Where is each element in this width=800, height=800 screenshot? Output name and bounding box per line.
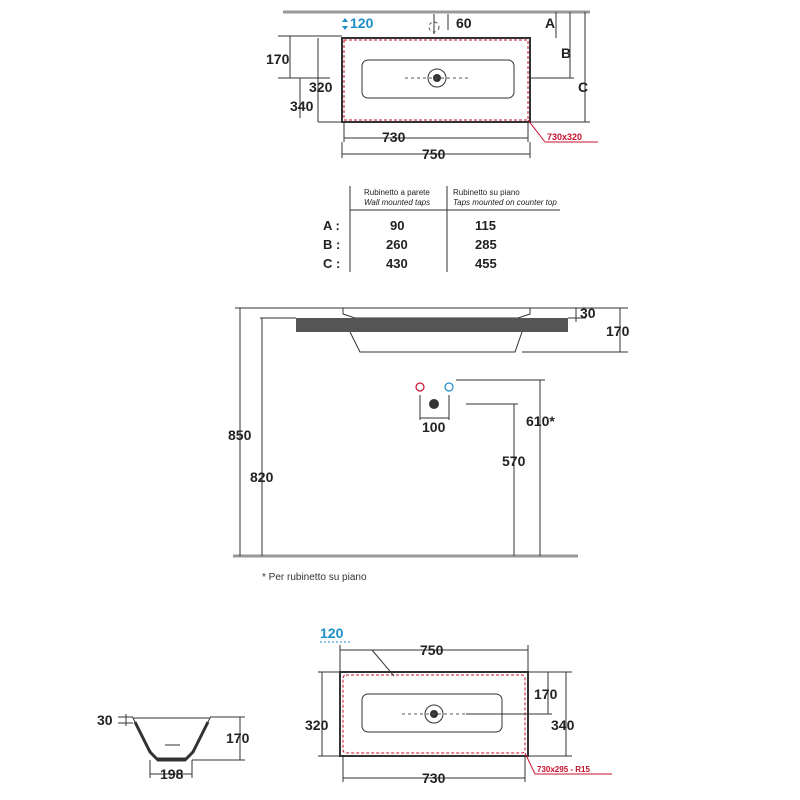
bottom-inner-width-label: 730	[422, 770, 446, 786]
label-a: A	[545, 15, 555, 31]
row-a-counter: 115	[475, 218, 496, 233]
depth-170-label: 170	[266, 51, 290, 67]
basin-outline	[341, 37, 531, 123]
bottom-depth-320-label: 320	[305, 717, 329, 733]
top-view: 120 60 A B C 170 320 340 730 750 730x32	[266, 10, 598, 162]
row-c-counter: 455	[475, 256, 497, 271]
depth-320-label: 320	[309, 79, 333, 95]
dimension-table: Rubinetto a parete Wall mounted taps Rub…	[323, 186, 560, 272]
header-wall-en: Wall mounted taps	[364, 198, 430, 207]
row-a-label: A :	[323, 218, 340, 233]
section-base-198-label: 198	[160, 766, 184, 782]
bottom-drain-icon	[424, 704, 444, 724]
bottom-depth-340-label: 340	[551, 717, 575, 733]
height-170-label: 170	[606, 323, 630, 339]
bottom-depth-170-label: 170	[534, 686, 558, 702]
tap-offset-label: 120	[350, 15, 374, 31]
cutout-outline	[343, 39, 529, 121]
tap-spacing-label: 100	[422, 419, 446, 435]
row-b-counter: 285	[475, 237, 497, 252]
bottom-tap-offset-label: 120	[320, 625, 344, 641]
bottom-outer-width-label: 750	[420, 642, 444, 658]
depth-340-label: 340	[290, 98, 314, 114]
basin-rim	[342, 307, 531, 319]
row-b-wall: 260	[386, 237, 408, 252]
counter-top	[296, 318, 568, 332]
bowl-outline	[361, 59, 515, 99]
hot-tap-icon	[415, 382, 425, 392]
row-a-wall: 90	[390, 218, 404, 233]
inner-width-label: 730	[382, 129, 406, 145]
outer-width-label: 750	[422, 146, 446, 162]
height-850-label: 850	[228, 427, 252, 443]
row-c-label: C :	[323, 256, 340, 271]
height-610-label: 610*	[526, 413, 555, 429]
side-elevation: 850 820 30 170 100 610* 570 * Per rubine…	[228, 305, 630, 583]
section-height-170-label: 170	[226, 730, 250, 746]
height-570-label: 570	[502, 453, 526, 469]
row-c-wall: 430	[386, 256, 408, 271]
bottom-cutout-label: 730x295 - R15	[537, 765, 590, 774]
rim-30-label: 30	[580, 305, 596, 321]
header-counter-it: Rubinetto su piano	[453, 188, 520, 197]
row-b-label: B :	[323, 237, 340, 252]
basin-bowl	[349, 331, 523, 353]
drain-offset-label: 60	[456, 15, 472, 31]
header-wall-it: Rubinetto a parete	[364, 188, 430, 197]
header-counter-en: Taps mounted on counter top	[453, 198, 557, 207]
height-820-label: 820	[250, 469, 274, 485]
section-rim-30-label: 30	[97, 712, 113, 728]
cold-tap-icon	[444, 382, 454, 392]
spout-icon	[429, 399, 439, 409]
drain-icon	[427, 68, 447, 88]
section-view: 30 170 198	[97, 712, 250, 782]
label-b: B	[561, 45, 571, 61]
bottom-bowl-outline	[361, 693, 503, 733]
bottom-plan-view: 120 750 170 340 320 730 730x295 - R15	[305, 625, 612, 786]
footnote: * Per rubinetto su piano	[262, 572, 367, 583]
label-c: C	[578, 79, 588, 95]
cutout-label: 730x320	[547, 132, 582, 142]
